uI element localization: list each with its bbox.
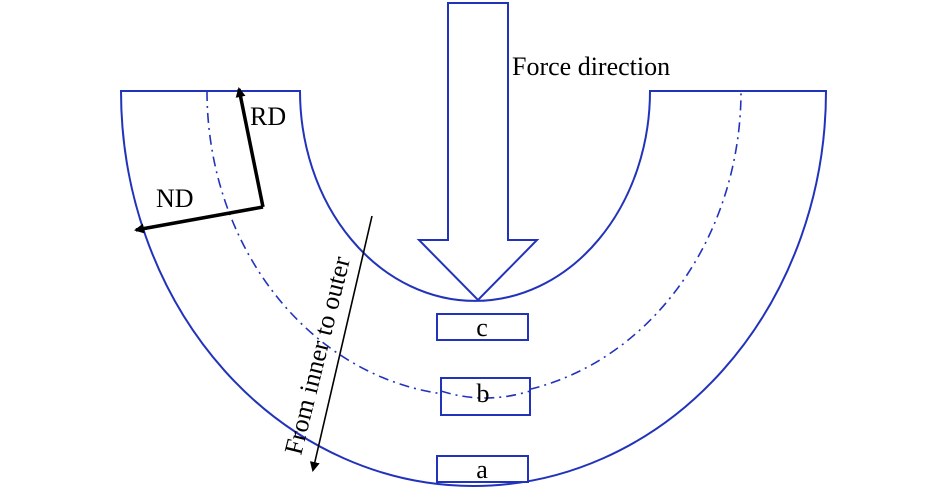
bent-plate-outline [119, 90, 828, 487]
rd-label: RD [250, 102, 286, 131]
force-direction-label: Force direction [512, 52, 670, 81]
nd-label: ND [156, 184, 194, 213]
inner-to-outer-arrow [309, 215, 373, 472]
sample-label-c: c [476, 313, 488, 342]
sample-label-a: a [476, 455, 488, 484]
sample-box-a [436, 455, 529, 483]
rd-vertical-segment [235, 87, 265, 208]
sample-box-c [436, 313, 529, 341]
sample-box-b [440, 377, 531, 416]
nd-arrow [134, 205, 264, 234]
sample-label-b: b [477, 379, 490, 408]
from-inner-to-outer-label: From inner to outer [279, 253, 356, 457]
neutral-line-through-b [440, 390, 531, 399]
force-arrow [416, 2, 540, 302]
